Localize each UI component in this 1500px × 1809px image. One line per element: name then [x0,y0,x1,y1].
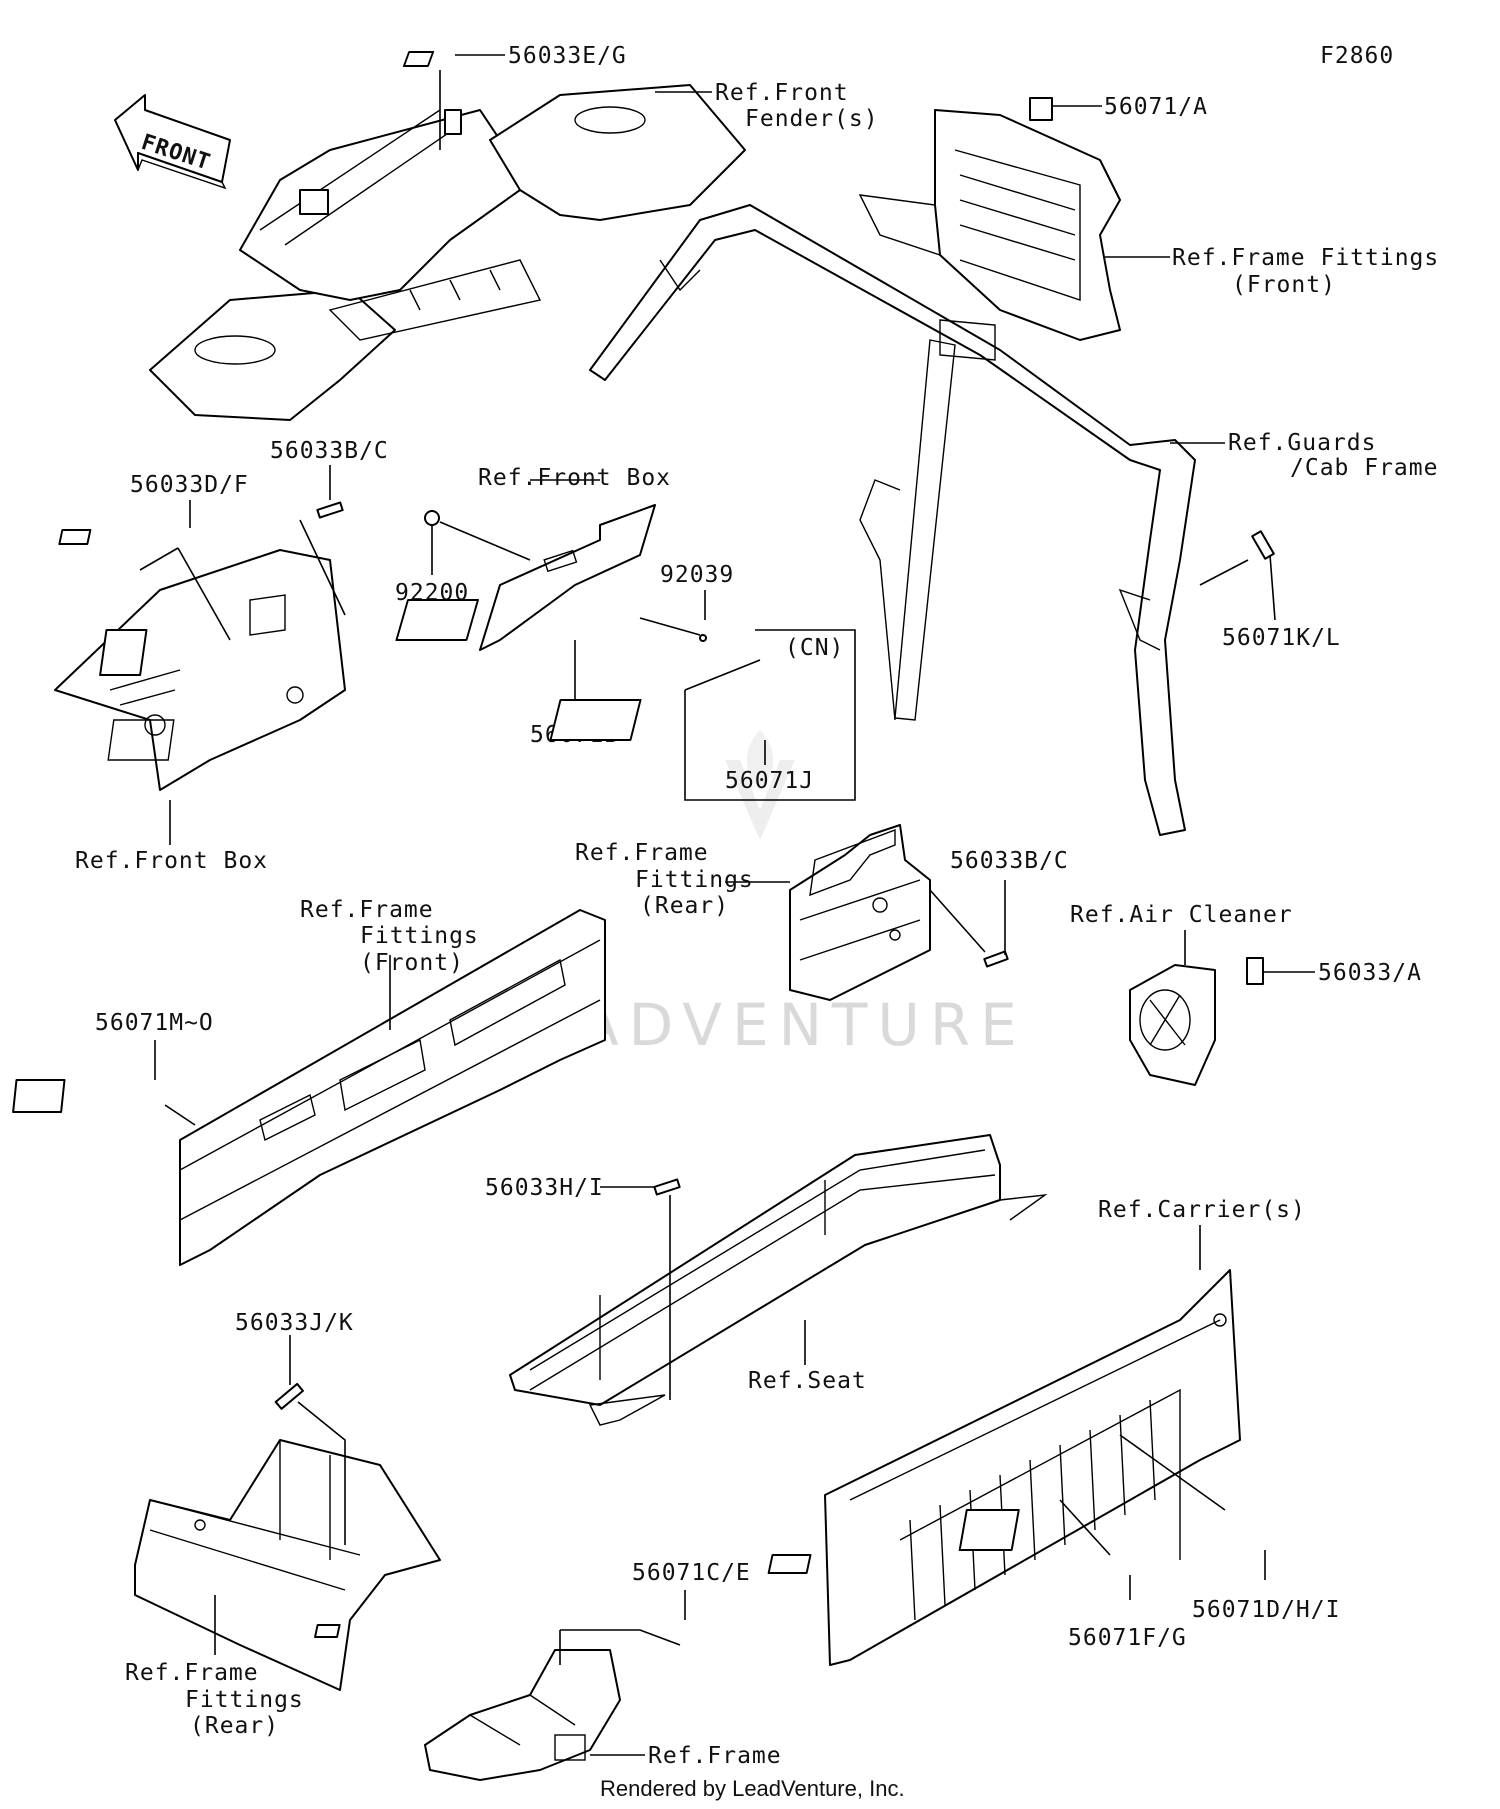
label-56033DF: 56033D/F [130,472,249,498]
label-ref-ff-front-top-2: (Front) [1232,272,1336,298]
label-ref-ff-front-mid-1: Ref.Frame [300,897,434,923]
label-56071DHI: 56071D/H/I [1192,1597,1340,1623]
nut-92200-icon [424,510,440,526]
screw-92039-icon [699,634,707,642]
decal-56071MO-icon [12,1079,66,1113]
label-cn: (CN) [785,635,844,661]
decal-56033HI-icon [653,1178,681,1196]
cab-frame [589,204,1196,836]
label-ref-front-fender-1: Ref.Front [715,80,849,106]
label-56071CE: 56071C/E [632,1560,751,1586]
label-56033JK: 56033J/K [235,1310,354,1336]
label-56033EG: 56033E/G [508,43,627,69]
frame-fittings-front-mid [179,909,606,1266]
decal-56071FG-icon [767,1554,812,1574]
label-ref-seat: Ref.Seat [748,1368,867,1394]
label-56033HI: 56033H/I [485,1175,604,1201]
label-ref-ff-rear-mid-3: (Rear) [640,893,729,919]
carrier [824,1269,1241,1666]
decal-56071DHI-icon [958,1509,1020,1551]
label-ref-frame: Ref.Frame [648,1743,782,1769]
label-ref-front-fender-2: Fender(s) [745,106,879,132]
decal-56071A-icon [1029,97,1053,121]
decal-56033BC-mid-icon [983,950,1009,968]
decal-56071B-icon [395,599,479,641]
label-56071KL: 56071K/L [1222,625,1341,651]
label-ref-ff-rear-bot-2: Fittings [185,1687,304,1713]
frame-fittings-rear-mid [789,824,931,1001]
footer-credit: Rendered by LeadVenture, Inc. [600,1776,905,1801]
label-ref-front-box-top: Ref.Front Box [478,465,671,491]
seat-frame [509,1134,1048,1426]
label-ref-air-cleaner: Ref.Air Cleaner [1070,902,1293,928]
label-56071MO: 56071M~O [95,1010,214,1036]
label-ref-guards-2: /Cab Frame [1290,455,1438,481]
label-ref-ff-front-mid-2: Fittings [360,923,479,949]
label-ref-ff-front-top-1: Ref.Frame Fittings [1172,245,1439,271]
decal-56071KL-icon [1251,530,1275,560]
cn-variant-box: (CN) 56071J [549,629,856,801]
label-56071A: 56071/A [1104,94,1208,120]
label-92039: 92039 [660,562,734,588]
decal-56033DF-icon [58,529,92,545]
figure-id: F2860 [1320,43,1394,69]
label-56033BC-mid: 56033B/C [950,848,1069,874]
label-56033A: 56033/A [1318,960,1422,986]
label-ref-ff-rear-bot-3: (Rear) [190,1713,279,1739]
decal-56033A-icon [1246,957,1264,985]
decal-56071J-icon [549,699,642,741]
frame-fittings-front-top [858,109,1121,341]
label-56071J: 56071J [725,768,814,794]
decal-56033EG-icon [402,51,435,67]
label-ref-carriers: Ref.Carrier(s) [1098,1197,1306,1223]
watermark-logo-icon [725,730,795,840]
label-56071FG: 56071F/G [1068,1625,1187,1651]
front-arrow-icon: FRONT [114,94,231,190]
frame-bottom [424,1649,621,1781]
frame-fittings-rear-bottom [134,1439,441,1691]
decal-56033JK-icon [274,1382,304,1410]
air-cleaner [1129,964,1216,1086]
label-ref-ff-rear-mid-1: Ref.Frame [575,840,709,866]
label-ref-guards-1: Ref.Guards [1228,430,1376,456]
decal-56033BC-top-icon [316,501,344,519]
label-56033BC-top: 56033B/C [270,438,389,464]
label-ref-ff-rear-bot-1: Ref.Frame [125,1660,259,1686]
label-ref-ff-front-mid-3: (Front) [360,950,464,976]
floor-fender-assembly [149,84,746,421]
dashboard-front-box [54,549,346,791]
front-box-lid [479,504,656,651]
label-ref-ff-rear-mid-2: Fittings [635,867,754,893]
decal-56071CE-icon [314,1624,341,1638]
label-ref-front-box-left: Ref.Front Box [75,848,268,874]
